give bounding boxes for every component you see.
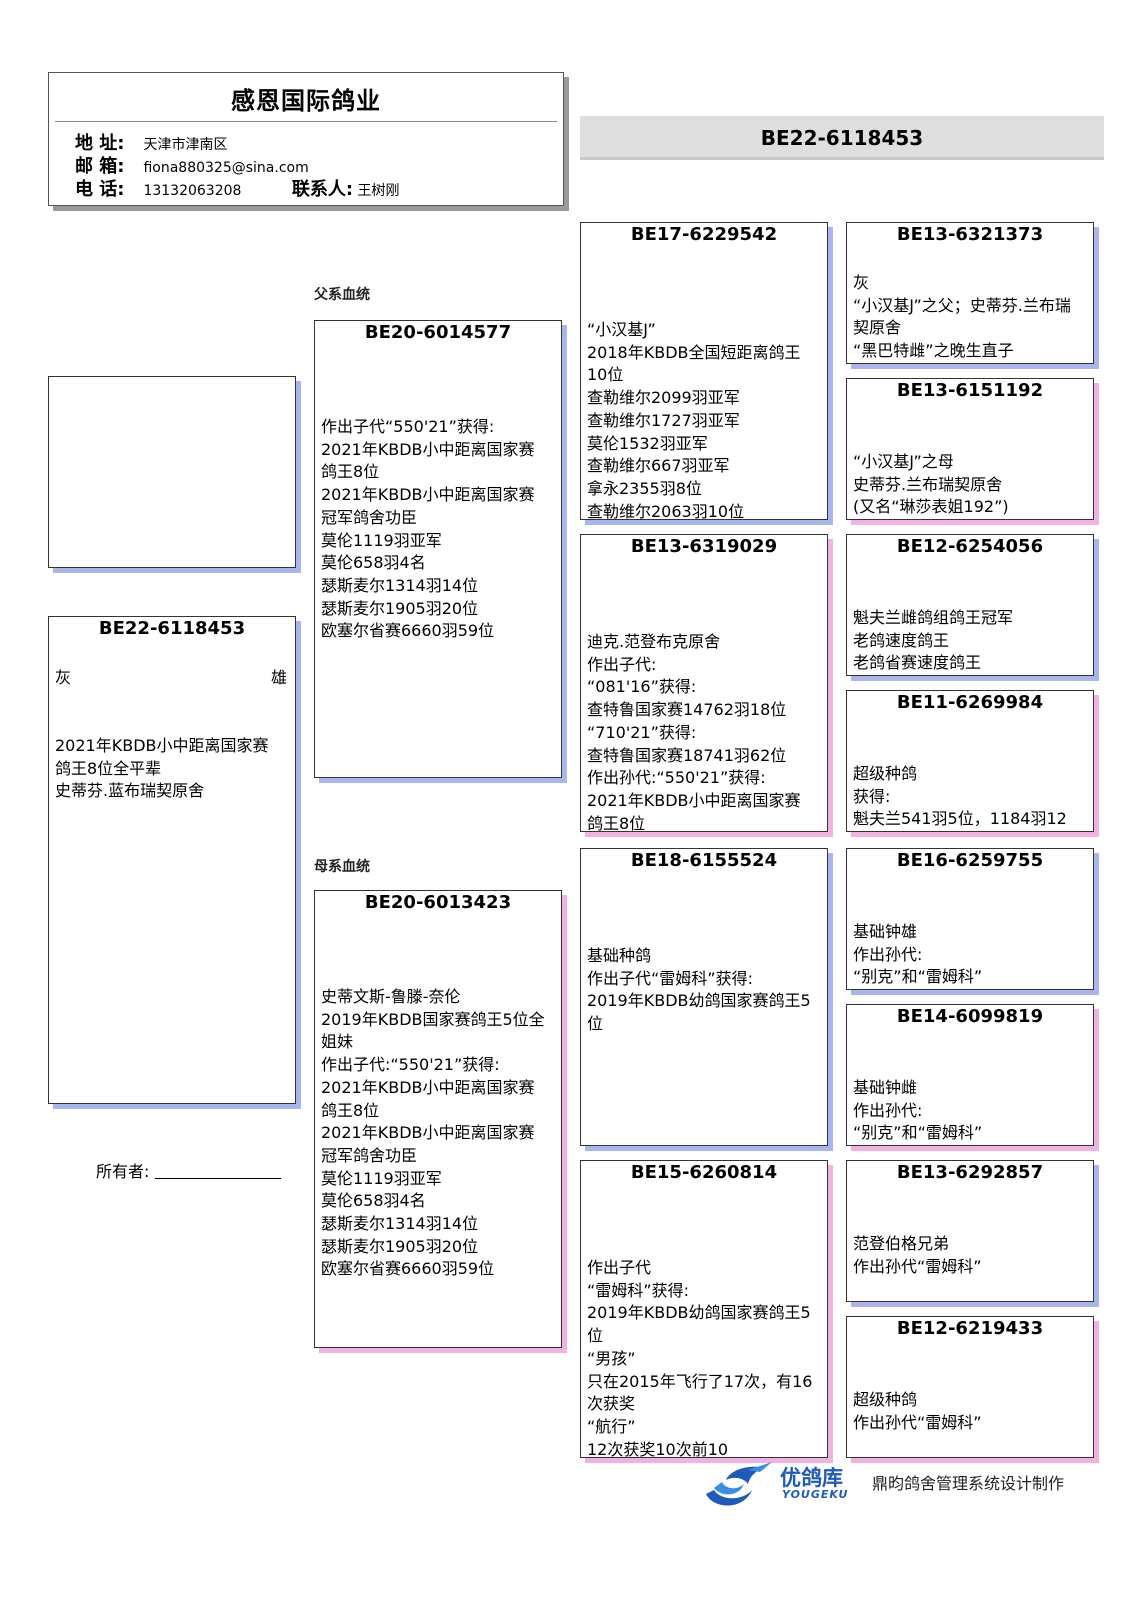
grandparent-notes: 作出子代 “雷姆科”获得: 2019年KBDB幼鸽国家赛鸽王5 位 “男孩” 只… xyxy=(587,1258,813,1457)
great-grandparent-notes: “小汉基J”之母 史蒂芬.兰布瑞契原舍 (又名“琳莎表姐192”) xyxy=(853,452,1009,517)
footer-credit: 鼎昀鸽舍管理系统设计制作 xyxy=(872,1474,1065,1493)
company-name: 感恩国际鸽业 xyxy=(231,87,381,115)
sire-notes: 作出子代“550'21”获得: 2021年KBDB小中距离国家赛 鸽王8位 20… xyxy=(321,417,535,641)
grandparent-ring: BE17-6229542 xyxy=(630,224,778,245)
subject-ring: BE22-6118453 xyxy=(98,618,246,639)
great-grandparent-card: BE14-6099819 基础钟雌 作出孙代: “别克”和“雷姆科” xyxy=(846,1004,1094,1146)
great-grandparent-card: BE12-6254056 魁夫兰雌鸽组鸽王冠军 老鸽速度鸽王 老鸽省赛速度鸽王 xyxy=(846,534,1094,676)
header-divider xyxy=(55,121,557,122)
footer-brand: 优鸽库 xyxy=(780,1466,843,1490)
great-grandparent-notes: 范登伯格兄弟 作出孙代“雷姆科” xyxy=(853,1234,982,1276)
great-grandparent-ring: BE12-6219433 xyxy=(896,1318,1044,1339)
contact-value: 王树刚 xyxy=(357,183,400,199)
great-grandparent-card: BE16-6259755 基础钟雄 作出孙代: “别克”和“雷姆科” xyxy=(846,848,1094,990)
subject-card: BE22-6118453 灰 雄 2021年KBDB小中距离国家赛 鸽王8位全平… xyxy=(48,616,296,1104)
email-value: fiona880325@sina.com xyxy=(143,160,309,176)
great-grandparent-notes: 魁夫兰雌鸽组鸽王冠军 老鸽速度鸽王 老鸽省赛速度鸽王 xyxy=(853,608,1014,673)
email-label: 邮 箱: xyxy=(75,156,125,177)
great-grandparent-notes: 超级种鸽 获得: 魁夫兰541羽5位，1184羽12 xyxy=(853,764,1067,829)
dam-ring: BE20-6013423 xyxy=(364,892,512,913)
sire-ring: BE20-6014577 xyxy=(364,322,512,343)
subject-notes: 2021年KBDB小中距离国家赛 鸽王8位全平辈 史蒂芬.蓝布瑞契原舍 xyxy=(55,736,269,801)
subject-sex: 雄 xyxy=(270,668,287,687)
great-grandparent-card: BE13-6151192 “小汉基J”之母 史蒂芬.兰布瑞契原舍 (又名“琳莎表… xyxy=(846,378,1094,520)
great-grandparent-card: BE12-6219433 超级种鸽 作出孙代“雷姆科” xyxy=(846,1316,1094,1458)
great-grandparent-card: BE13-6292857 范登伯格兄弟 作出孙代“雷姆科” xyxy=(846,1160,1094,1302)
grandparent-notes: 基础种鸽 作出子代“雷姆科”获得: 2019年KBDB幼鸽国家赛鸽王5 位 xyxy=(587,946,811,1034)
phone-value: 13132063208 xyxy=(143,183,242,199)
grandparent-ring: BE15-6260814 xyxy=(630,1162,778,1183)
footer-brand-en: YOUGEKU xyxy=(782,1488,849,1501)
dam-notes: 史蒂文斯-鲁滕-奈伦 2019年KBDB国家赛鸽王5位全 姐妹 作出子代:“55… xyxy=(321,987,545,1279)
phone-row: 电 话: 13132063208 联系人: 王树刚 xyxy=(75,175,400,201)
great-grandparent-notes: 基础钟雌 作出孙代: “别克”和“雷姆科” xyxy=(853,1078,983,1143)
dam-card: BE20-6013423 史蒂文斯-鲁滕-奈伦 2019年KBDB国家赛鸽王5位… xyxy=(314,890,562,1348)
grandparent-notes: “小汉基J” 2018年KBDB全国短距离鸽王 10位 查勒维尔2099羽亚军 … xyxy=(587,320,801,519)
owner-label: 所有者: xyxy=(96,1162,150,1181)
phone-label: 电 话: xyxy=(75,179,125,200)
owner-line: 所有者: xyxy=(96,1158,282,1182)
grandparent-ring: BE13-6319029 xyxy=(630,536,778,557)
great-grandparent-ring: BE11-6269984 xyxy=(896,692,1044,713)
great-grandparent-ring: BE12-6254056 xyxy=(896,536,1044,557)
email-row: 邮 箱: fiona880325@sina.com xyxy=(75,152,309,178)
great-grandparent-notes: 灰 “小汉基J”之父；史蒂芬.兰布瑞 契原舍 “黑巴特雌”之晚生直子 xyxy=(853,273,1071,361)
contact-label: 联系人: xyxy=(291,179,354,200)
pigeon-photo-placeholder xyxy=(48,376,296,568)
grandparent-card: BE18-6155524 基础种鸽 作出子代“雷姆科”获得: 2019年KBDB… xyxy=(580,848,828,1146)
great-grandparent-ring: BE13-6292857 xyxy=(896,1162,1044,1183)
great-grandparent-ring: BE16-6259755 xyxy=(896,850,1044,871)
subject-ring-banner: BE22-6118453 xyxy=(580,116,1104,160)
great-grandparent-notes: 基础钟雄 作出孙代: “别克”和“雷姆科” xyxy=(853,922,983,987)
grandparent-card: BE17-6229542 “小汉基J” 2018年KBDB全国短距离鸽王 10位… xyxy=(580,222,828,520)
address-row: 地 址: 天津市津南区 xyxy=(75,129,227,155)
grandparent-notes: 迪克.范登布克原舍 作出子代: “081'16”获得: 查特鲁国家赛14762羽… xyxy=(587,632,801,831)
grandparent-ring: BE18-6155524 xyxy=(630,850,778,871)
great-grandparent-notes: 超级种鸽 作出孙代“雷姆科” xyxy=(853,1390,982,1432)
great-grandparent-ring: BE14-6099819 xyxy=(896,1006,1044,1027)
great-grandparent-card: BE11-6269984 超级种鸽 获得: 魁夫兰541羽5位，1184羽12 xyxy=(846,690,1094,832)
grandparent-card: BE13-6319029 迪克.范登布克原舍 作出子代: “081'16”获得:… xyxy=(580,534,828,832)
subject-color: 灰 xyxy=(55,668,72,687)
address-value: 天津市津南区 xyxy=(143,137,228,153)
maternal-label: 母系血统 xyxy=(314,859,370,875)
grandparent-card: BE15-6260814 作出子代 “雷姆科”获得: 2019年KBDB幼鸽国家… xyxy=(580,1160,828,1458)
swirl-bird-logo-icon xyxy=(700,1460,860,1510)
paternal-label: 父系血统 xyxy=(314,287,370,303)
great-grandparent-ring: BE13-6321373 xyxy=(896,224,1044,245)
sire-card: BE20-6014577 作出子代“550'21”获得: 2021年KBDB小中… xyxy=(314,320,562,778)
owner-blank xyxy=(155,1178,282,1179)
great-grandparent-card: BE13-6321373 灰 “小汉基J”之父；史蒂芬.兰布瑞 契原舍 “黑巴特… xyxy=(846,222,1094,364)
company-header: 感恩国际鸽业 地 址: 天津市津南区 邮 箱: fiona880325@sina… xyxy=(48,72,564,206)
great-grandparent-ring: BE13-6151192 xyxy=(896,380,1044,401)
address-label: 地 址: xyxy=(75,133,125,154)
